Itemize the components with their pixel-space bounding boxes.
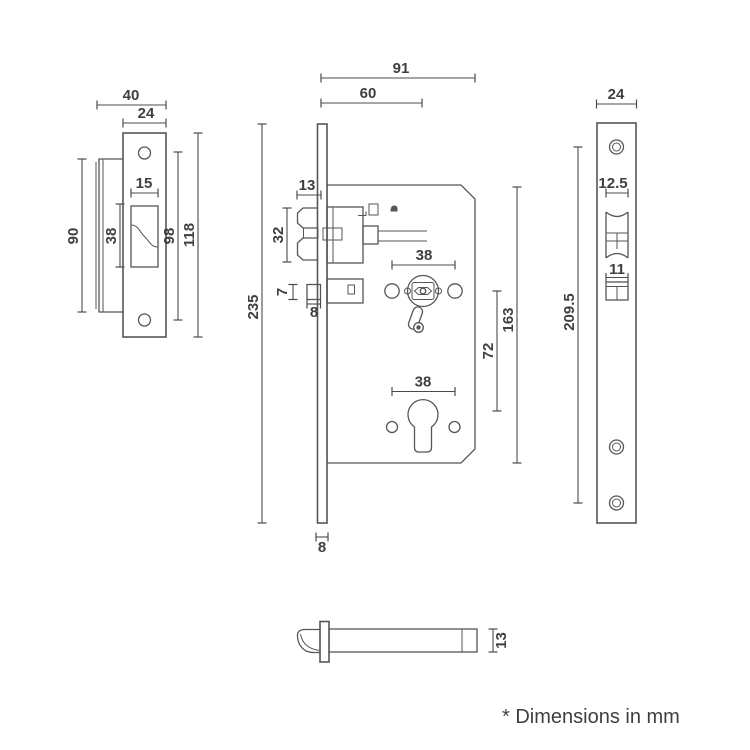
latch-bolt-upper-block <box>296 207 318 229</box>
hub-lever <box>407 306 424 330</box>
deadbolt-hole <box>347 284 355 295</box>
faceplate-screw-bottom-inner <box>612 498 621 508</box>
faceplate-screw-top-inner <box>612 142 621 152</box>
faceplate-front-view: 24 12.5 11 209.5 <box>561 86 638 524</box>
dim-label-backset: 60 <box>360 85 377 102</box>
deadbolt-front-detail <box>606 286 628 300</box>
latch-bolt-front-detail <box>606 232 628 249</box>
latch-body-top-view <box>328 628 478 653</box>
hub-side-pin-right <box>435 287 442 295</box>
latch-head-top-view <box>296 628 320 654</box>
strike-keeper-curve <box>130 224 159 248</box>
faceplate-screw-middle-outer <box>608 439 625 455</box>
dim-label-stop-width: 8 <box>310 304 318 321</box>
lock-body-view: 91 60 13 32 7 8 38 38 72 163 235 8 <box>245 60 522 556</box>
strike-flange <box>98 158 123 313</box>
hub-fixing-hole-right <box>447 283 463 299</box>
faceplate-screw-top-outer <box>608 139 625 155</box>
spindle-square-follower <box>411 282 435 300</box>
lock-faceplate-bar <box>316 123 328 524</box>
spring-hook-detail <box>358 211 367 216</box>
dim-label-latch-height: 32 <box>270 227 287 244</box>
dim-label-hub-hole-centres: 38 <box>416 247 433 264</box>
latch-bolt-top-view: 13 <box>296 620 510 663</box>
dim-label-stop-height: 7 <box>274 288 291 296</box>
latch-faceplate-top-view <box>319 620 330 663</box>
dim-label-strike-height: 118 <box>181 223 198 247</box>
strike-opening <box>130 205 159 268</box>
strike-plate-outline <box>122 132 167 338</box>
dim-label-faceplate-width: 8 <box>318 539 326 556</box>
dim-label-hub-to-cylinder: 72 <box>480 343 497 360</box>
dim-label-opening-height: 38 <box>103 228 120 245</box>
latch-bolt-front <box>605 211 629 259</box>
spring-post-detail <box>368 203 379 216</box>
strike-plate-view: 40 24 15 38 90 98 118 <box>65 87 203 338</box>
hub-slot <box>413 287 433 295</box>
stop-pin-detail <box>390 205 398 212</box>
hub-side-pin-left <box>404 287 411 295</box>
dim-label-front-screw-centres: 209.5 <box>561 293 578 331</box>
dim-label-front-latch-width: 12.5 <box>598 175 627 192</box>
dim-label-opening-width: 15 <box>136 175 153 192</box>
faceplate-screw-bottom-outer <box>608 495 625 511</box>
euro-cylinder-hole <box>407 398 439 453</box>
dim-label-faceplate-front-width: 24 <box>608 86 625 103</box>
dim-label-flange-height: 90 <box>65 228 82 245</box>
deadbolt-body <box>326 278 364 304</box>
dim-label-cylinder-hole-centres: 38 <box>415 374 432 391</box>
units-footnote: * Dimensions in mm <box>502 706 680 728</box>
dim-label-front-deadbolt-width: 11 <box>609 261 625 278</box>
dim-label-latch-thickness: 13 <box>493 632 510 649</box>
latch-tail-connector <box>322 227 343 241</box>
dim-label-faceplate-height: 235 <box>245 294 262 319</box>
cylinder-fixing-hole-left <box>385 420 399 434</box>
dim-label-case-height: 163 <box>500 307 517 332</box>
dim-label-latch-width: 13 <box>299 177 316 194</box>
faceplate-screw-middle-inner <box>612 442 621 452</box>
strike-screw-hole-bottom <box>137 313 152 327</box>
latch-tail-block <box>362 225 379 245</box>
hub-centre-pin <box>419 287 427 295</box>
hub-fixing-hole-left <box>384 283 400 299</box>
lever-pivot-inner <box>416 325 421 330</box>
dim-label-strike-inner-width: 24 <box>138 105 155 122</box>
strike-screw-hole-top <box>137 146 152 160</box>
latch-head-bevel-curve <box>300 633 321 651</box>
cylinder-fixing-hole-right <box>448 420 461 434</box>
latch-bolt-recess <box>303 227 319 239</box>
dim-label-strike-screw-centres: 98 <box>161 228 178 245</box>
dim-label-strike-width: 40 <box>123 87 140 104</box>
dim-label-case-depth: 91 <box>393 60 410 77</box>
latch-bolt-lower-block <box>296 237 318 261</box>
